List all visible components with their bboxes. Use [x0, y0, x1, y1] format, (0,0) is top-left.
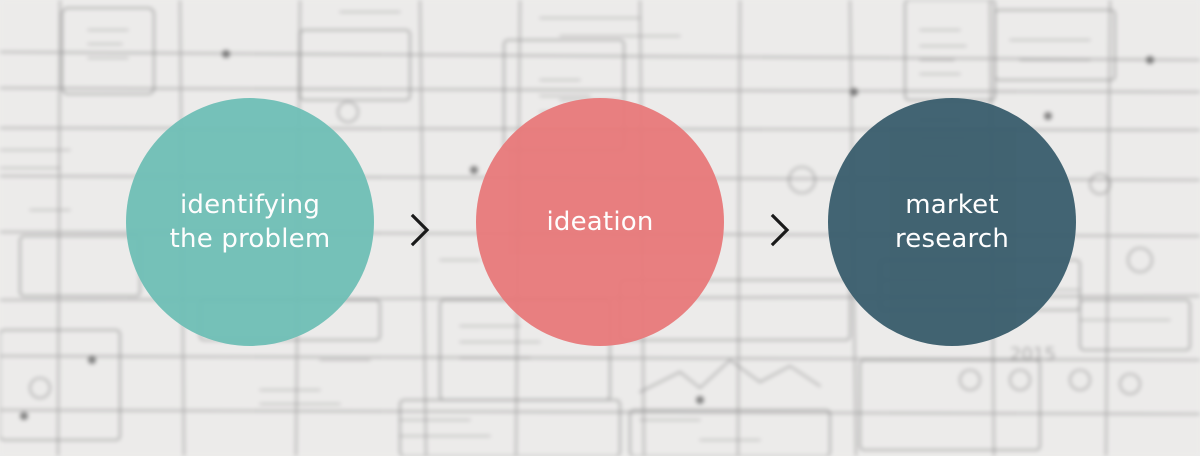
step-identifying-the-problem: identifying the problem — [126, 98, 374, 346]
step-market-research: market research — [828, 98, 1076, 346]
step-label: ideation — [546, 207, 654, 237]
svg-text:2015: 2015 — [1010, 344, 1056, 365]
step-label: identifying the problem — [169, 190, 331, 254]
chevron-right-icon — [409, 213, 431, 247]
step-label: market research — [894, 190, 1010, 254]
step-ideation: ideation — [476, 98, 724, 346]
chevron-right-icon — [769, 213, 791, 247]
